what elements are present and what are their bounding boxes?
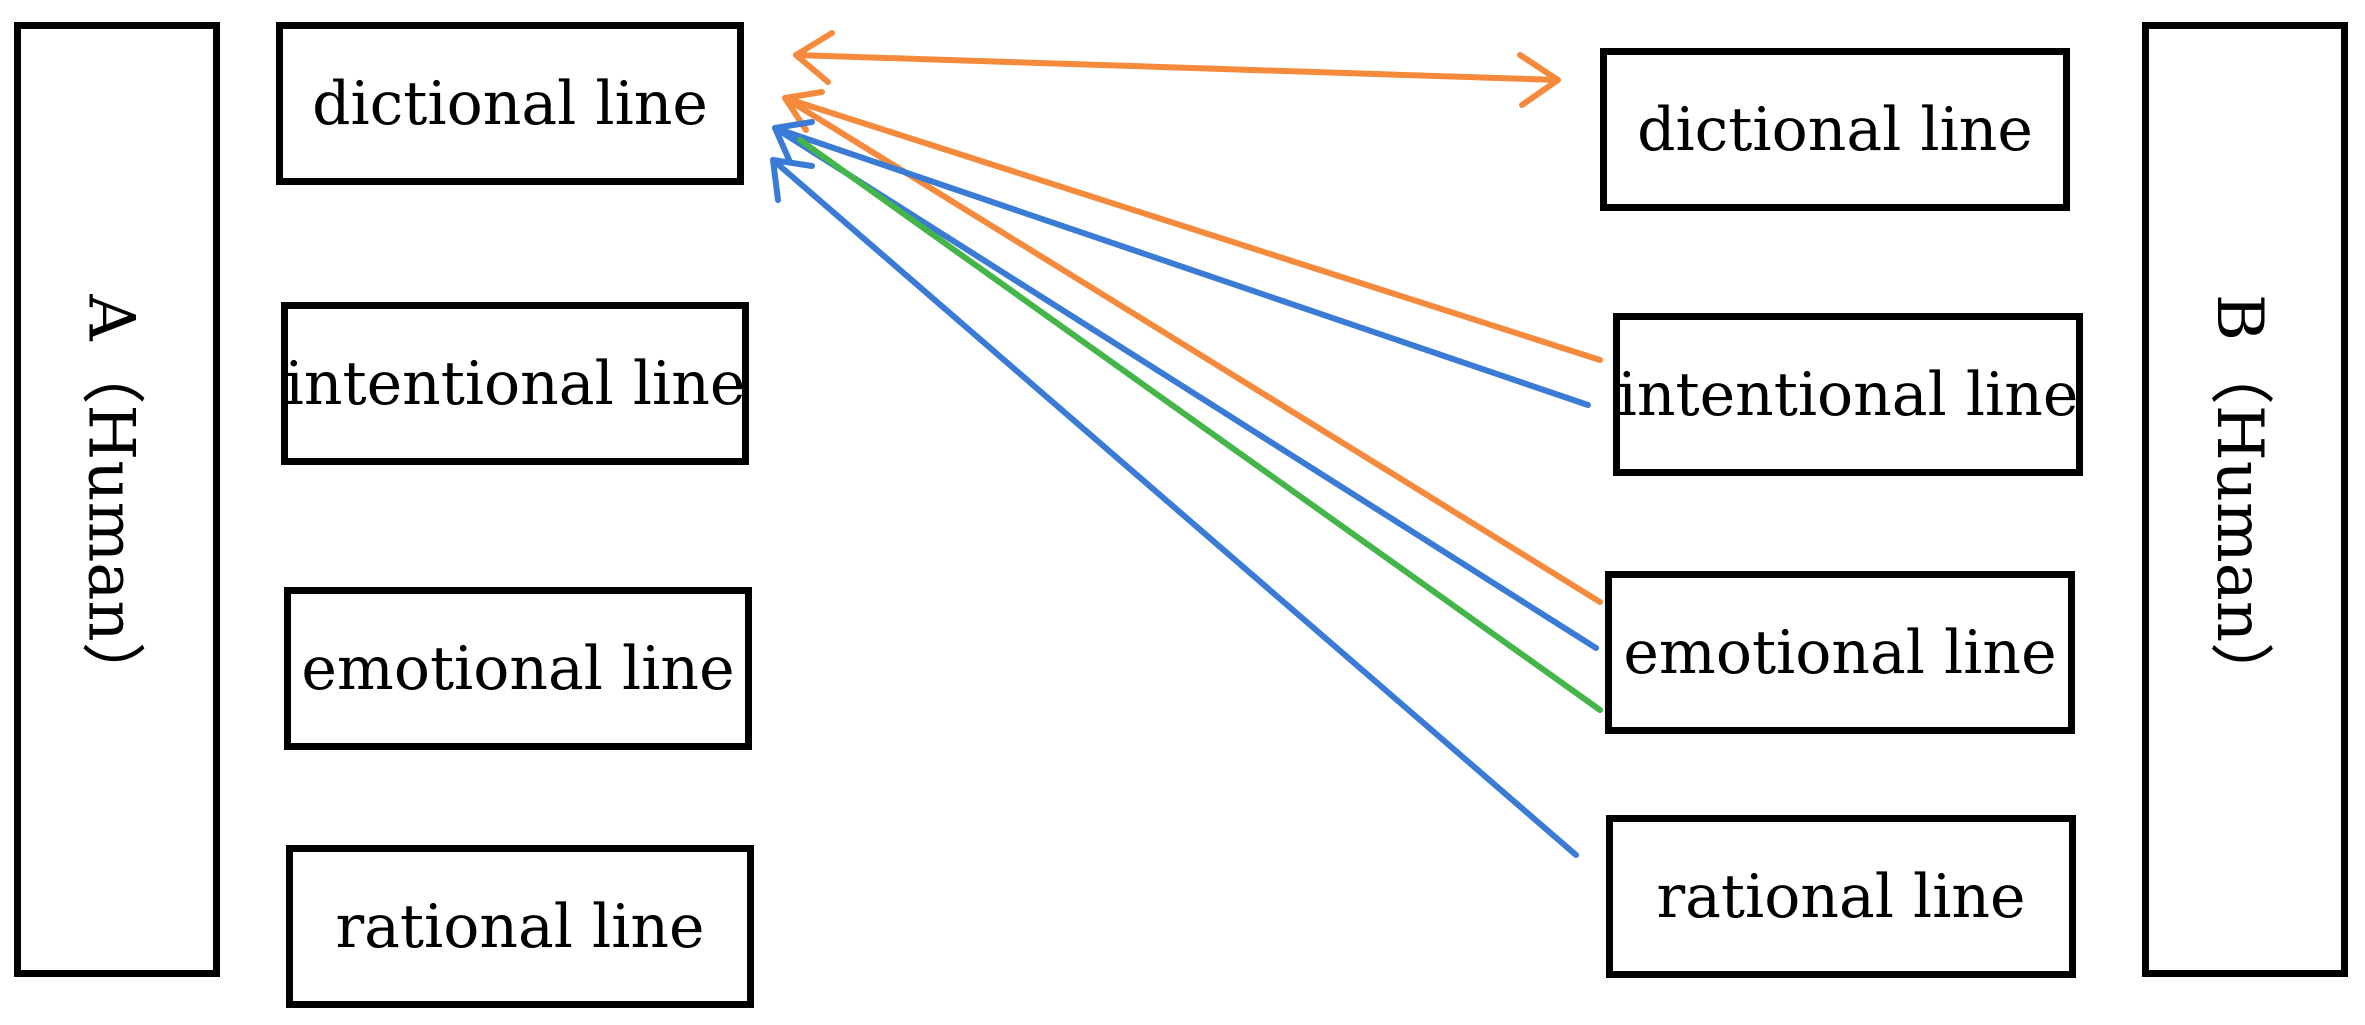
b-intentional-line-box: intentional line bbox=[1613, 313, 2083, 476]
a-intentional-line-label: intentional line bbox=[284, 348, 746, 419]
a-emotional-line-label: emotional line bbox=[301, 633, 735, 704]
connection-emotional-dictional-orange bbox=[782, 89, 1603, 605]
connection-dictional-dictional bbox=[793, 30, 1561, 108]
connection-emotional-dictional-green bbox=[797, 137, 1603, 713]
a-dictional-line-box: dictional line bbox=[276, 22, 744, 185]
connection-rational-dictional-blue bbox=[770, 157, 1579, 858]
agent-a-box: A（Human） bbox=[14, 22, 220, 977]
b-emotional-line-box: emotional line bbox=[1605, 571, 2075, 734]
a-intentional-line-box: intentional line bbox=[281, 302, 749, 465]
b-emotional-line-label: emotional line bbox=[1623, 617, 2057, 688]
b-rational-line-label: rational line bbox=[1656, 861, 2026, 932]
a-rational-line-label: rational line bbox=[335, 891, 705, 962]
b-dictional-line-label: dictional line bbox=[1637, 94, 2033, 165]
connection-intentional-dictional-orange bbox=[782, 95, 1603, 363]
agent-b-box: B（Human） bbox=[2142, 22, 2348, 977]
b-dictional-line-box: dictional line bbox=[1600, 48, 2070, 211]
a-emotional-line-box: emotional line bbox=[284, 587, 752, 750]
b-rational-line-box: rational line bbox=[1606, 815, 2076, 978]
connection-intentional-dictional-blue bbox=[772, 125, 1591, 408]
a-dictional-line-label: dictional line bbox=[312, 68, 708, 139]
a-rational-line-box: rational line bbox=[286, 845, 754, 1008]
connection-emotional-dictional-blue bbox=[772, 119, 1599, 651]
b-intentional-line-label: intentional line bbox=[1617, 359, 2079, 430]
